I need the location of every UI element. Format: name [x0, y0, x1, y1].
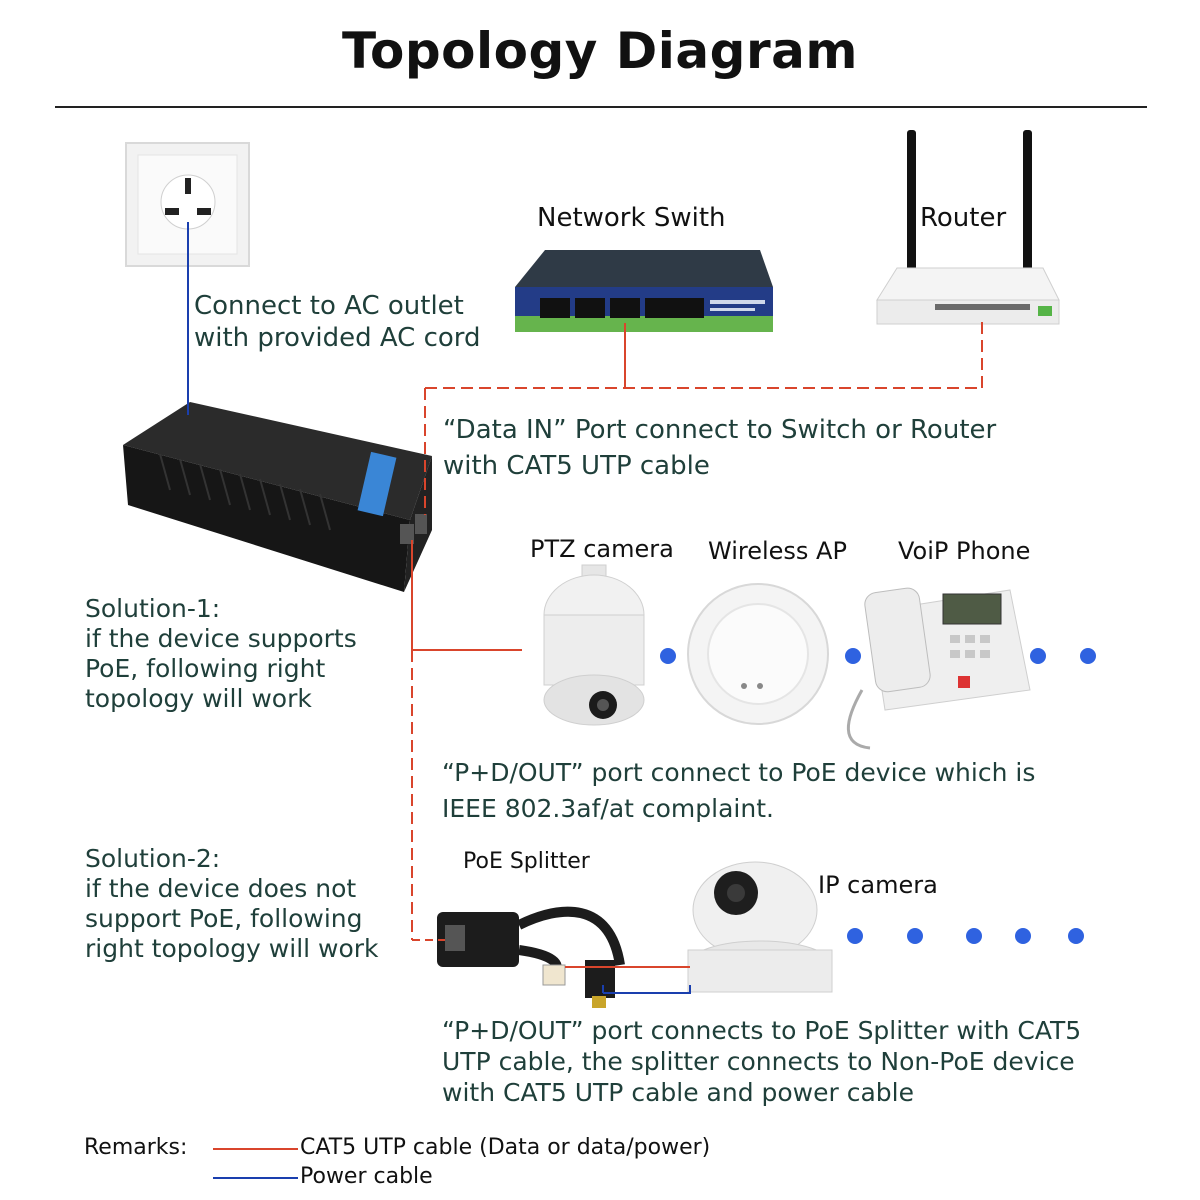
power-cables [187, 222, 691, 994]
title-divider [55, 106, 1147, 108]
poe-splitter-icon [437, 906, 625, 1008]
network-switch-label: Network Swith [537, 203, 726, 233]
poe-injector-icon [123, 402, 432, 592]
ip-camera-label: IP camera [818, 871, 938, 899]
continuation-dots [660, 648, 1096, 944]
router-label: Router [920, 203, 1007, 233]
wireless-ap-label: Wireless AP [708, 537, 847, 565]
cat5-cables [411, 322, 983, 968]
solution-1-note: Solution-1: if the device supports PoE, … [85, 594, 357, 713]
remarks-label: Remarks: [84, 1135, 188, 1160]
pd-out-note-2: “P+D/OUT” port connects to PoE Splitter … [442, 1016, 1082, 1107]
ptz-camera-label: PTZ camera [530, 535, 674, 563]
router-icon [876, 130, 1060, 325]
wireless-ap-icon [687, 583, 829, 725]
legend-power-text: Power cable [300, 1164, 433, 1189]
network-switch-icon [515, 250, 773, 332]
ptz-camera-icon [543, 564, 645, 726]
legend-cat5-text: CAT5 UTP cable (Data or data/power) [300, 1135, 711, 1160]
poe-splitter-label: PoE Splitter [463, 849, 590, 874]
ip-camera-icon [687, 861, 833, 993]
page-title: Topology Diagram [342, 22, 858, 80]
voip-phone-label: VoiP Phone [898, 537, 1031, 565]
ac-outlet-note: Connect to AC outlet with provided AC co… [194, 291, 481, 353]
solution-2-note: Solution-2: if the device does not suppo… [85, 844, 379, 963]
data-in-note: “Data IN” Port connect to Switch or Rout… [443, 415, 997, 481]
voip-phone-icon [846, 587, 1031, 750]
pd-out-note-1: “P+D/OUT” port connect to PoE device whi… [442, 758, 1036, 823]
